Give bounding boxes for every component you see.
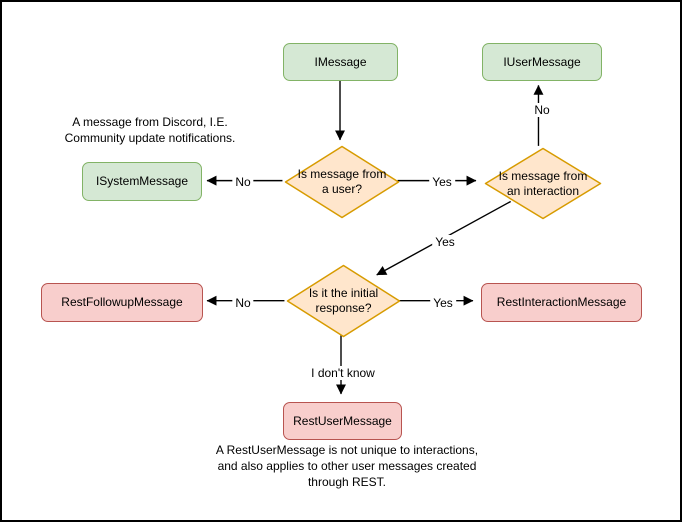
edge-label-no: No — [232, 175, 254, 189]
node-iusermessage: IUserMessage — [482, 43, 602, 81]
node-rest-user-message: RestUserMessage — [283, 402, 402, 440]
decision-label: Is it the initial response? — [308, 286, 379, 315]
diamond-shape — [286, 264, 401, 338]
note-system-message: A message from Discord, I.E. Community u… — [64, 115, 236, 146]
decision-is-message-from-interaction: Is message from an interaction — [484, 147, 602, 220]
decision-label: Is message from an interaction — [498, 168, 588, 198]
edge-label-yes: Yes — [429, 175, 455, 189]
edge-label-yes: Yes — [430, 296, 456, 310]
decision-is-message-from-user: Is message from a user? — [284, 145, 400, 219]
diamond-shape — [484, 147, 602, 220]
edge-label-no: No — [232, 296, 254, 310]
diamond-shape — [284, 145, 400, 219]
node-rest-followup-message: RestFollowupMessage — [41, 283, 203, 322]
edge-label-no: No — [531, 103, 553, 117]
node-imessage: IMessage — [283, 43, 398, 81]
node-rest-interaction-message: RestInteractionMessage — [481, 283, 642, 322]
edge-label-yes: Yes — [432, 235, 458, 249]
decision-label: Is message from a user? — [297, 167, 387, 196]
note-rest-user-message: A RestUserMessage is not unique to inter… — [215, 443, 479, 490]
edge-label-i-dont-know: I don't know — [308, 366, 378, 380]
node-isystemmessage: ISystemMessage — [82, 162, 202, 201]
decision-is-initial-response: Is it the initial response? — [286, 264, 401, 338]
